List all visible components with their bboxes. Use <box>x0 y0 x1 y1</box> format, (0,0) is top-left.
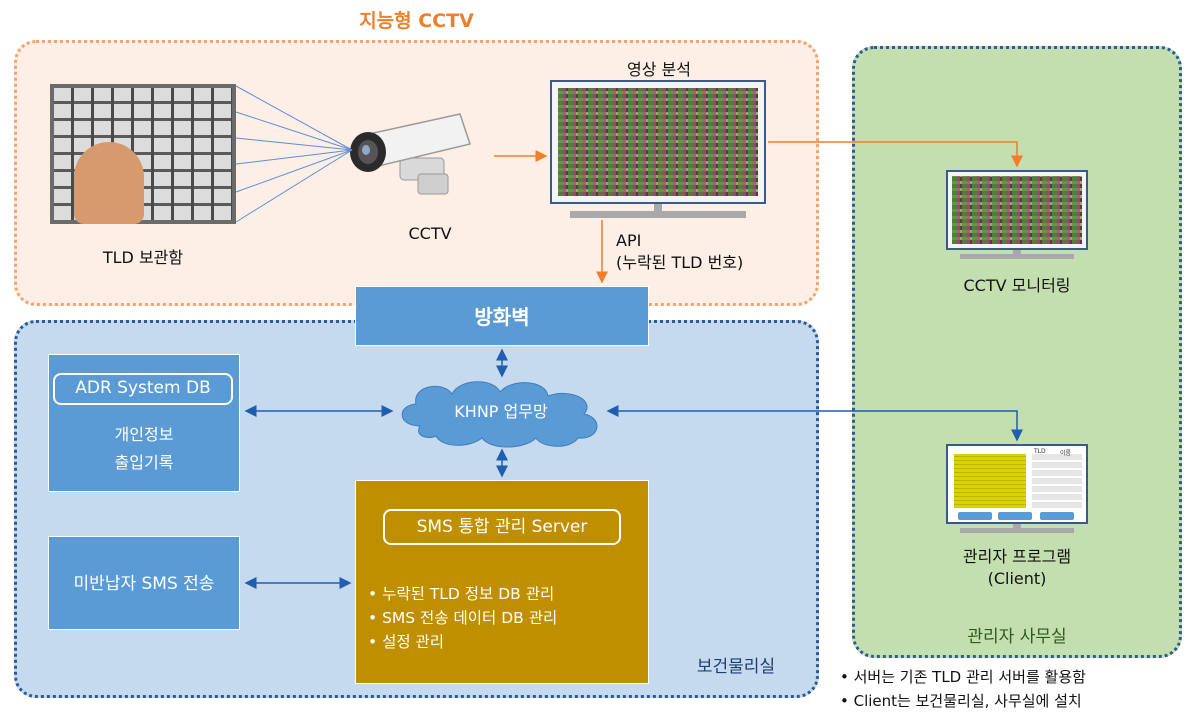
sms-server-box: SMS 통합 관리 Server <box>355 480 649 684</box>
arrow-analysis-to-monitoring <box>768 141 1023 168</box>
video-analysis-label: 영상 분석 <box>627 60 691 79</box>
tld-locker-photo <box>50 84 236 224</box>
api-label-line2: (누락된 TLD 번호) <box>616 253 744 272</box>
cctv-monitoring-label: CCTV 모니터링 <box>963 276 1071 295</box>
sms-server-item: • 설정 관리 <box>368 633 445 651</box>
admin-program-label-line2: (Client) <box>987 569 1047 588</box>
footnote: • Client는 보건물리실, 사무실에 설치 <box>840 692 1082 710</box>
monitoring-screen <box>952 176 1082 244</box>
sms-send-box: 미반납자 SMS 전송 <box>48 536 240 630</box>
api-label-line1: API <box>616 231 642 250</box>
admin-program-label: 관리자 프로그램 (Client) <box>920 546 1114 590</box>
arrow-khnp-admin-program <box>606 405 1023 442</box>
adr-system-db-box: ADR System DB 개인정보 출입기록 <box>48 354 240 492</box>
footnotes: • 서버는 기존 TLD 관리 서버를 활용함 • Client는 보건물리실,… <box>840 665 1086 713</box>
tld-storage-label: TLD 보관함 <box>102 248 184 267</box>
admin-screen-button <box>1040 512 1074 520</box>
sms-server-item: • SMS 전송 데이터 DB 관리 <box>368 609 558 627</box>
cctv-label: CCTV <box>408 224 452 243</box>
monitor-stand <box>570 211 746 218</box>
admin-program-label-line1: 관리자 프로그램 <box>962 547 1072 566</box>
camera-view-lines <box>235 85 353 223</box>
firewall-box: 방화벽 <box>355 286 649 346</box>
admin-screen-button <box>998 512 1032 520</box>
khnp-network-label: KHNP 업무망 <box>454 402 548 421</box>
adr-db-item: 출입기록 <box>114 453 174 472</box>
admin-column-name: 이름 <box>1060 450 1072 457</box>
admin-office-label: 관리자 사무실 <box>967 627 1067 647</box>
admin-list-area <box>1032 454 1082 508</box>
health-physics-label: 보건물리실 <box>696 657 776 677</box>
api-label: API (누락된 TLD 번호) <box>616 230 776 274</box>
admin-grid-area <box>954 454 1026 508</box>
khnp-network-cloud-icon <box>401 381 598 448</box>
video-analysis-monitor <box>550 80 766 204</box>
footnote: • 서버는 기존 TLD 관리 서버를 활용함 <box>840 668 1086 686</box>
adr-system-db-title: ADR System DB <box>53 373 233 405</box>
admin-column-tld: TLD <box>1034 448 1046 455</box>
adr-db-item: 개인정보 <box>114 425 174 444</box>
admin-program-monitor: TLD 이름 <box>946 444 1088 524</box>
cctv-zone-title: 지능형 CCTV <box>359 10 474 32</box>
cctv-monitoring-monitor <box>946 170 1088 250</box>
hand-image <box>74 142 144 224</box>
analysis-screen <box>558 88 758 196</box>
sms-server-items: • 누락된 TLD 정보 DB 관리 • SMS 전송 데이터 DB 관리 • … <box>368 582 557 654</box>
sms-server-title: SMS 통합 관리 Server <box>383 509 621 545</box>
admin-screen-button <box>958 512 992 520</box>
cctv-camera-icon <box>350 113 471 195</box>
sms-server-item: • 누락된 TLD 정보 DB 관리 <box>368 585 555 603</box>
